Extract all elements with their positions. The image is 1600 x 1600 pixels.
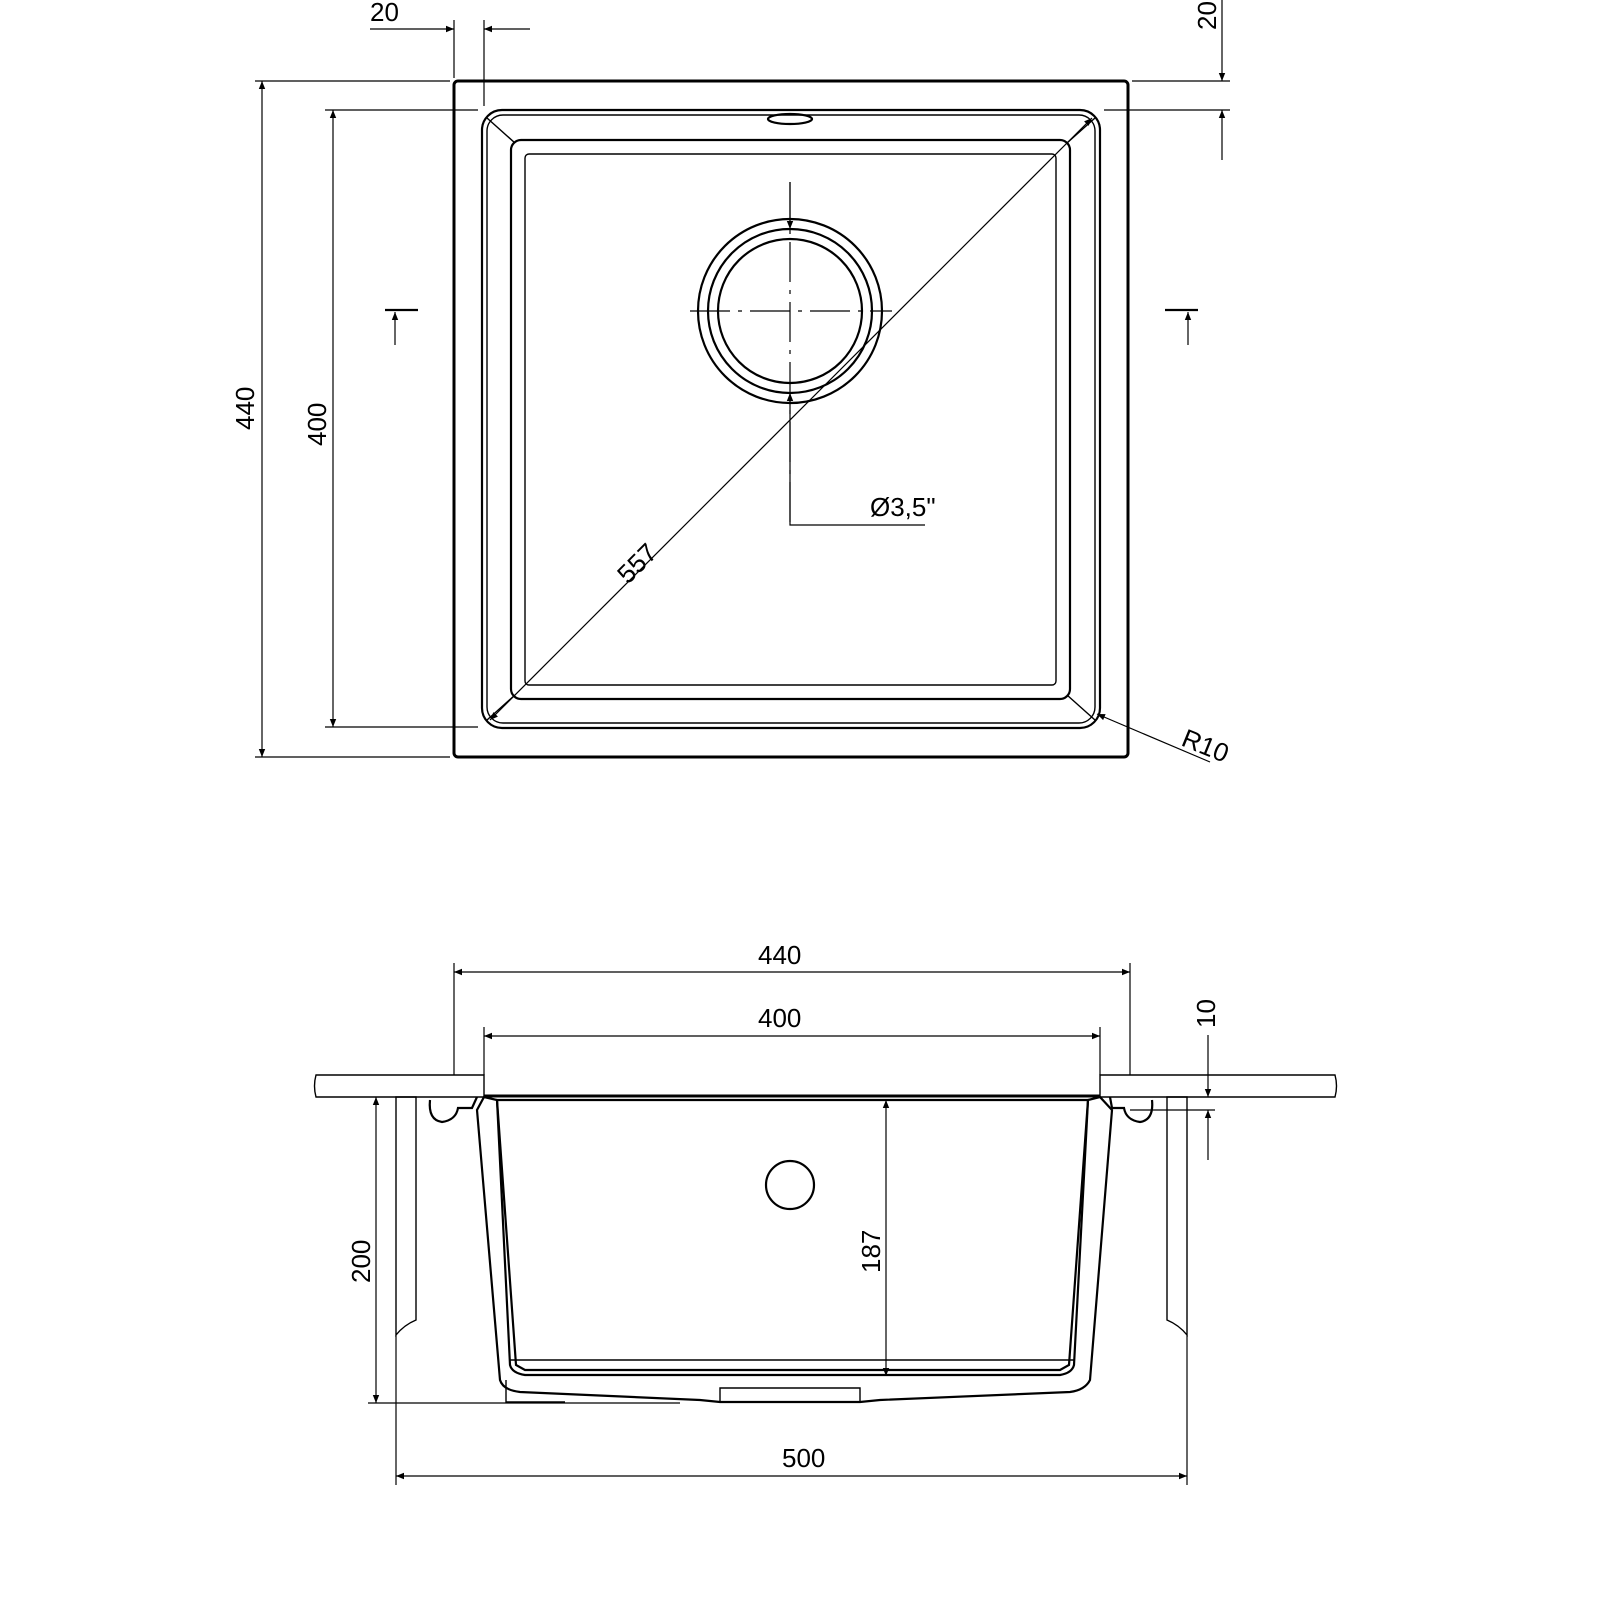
- bowl-width-label: 400: [758, 1003, 801, 1033]
- overflow-hole: [764, 1159, 816, 1211]
- total-depth-label: 200: [346, 1240, 376, 1283]
- sink-section: [428, 1094, 1154, 1404]
- drain-diameter-label: Ø3,5": [870, 492, 936, 522]
- corner-radius-label: R10: [1178, 723, 1233, 769]
- top-view: 557 Ø3,5" R10 440 400 20 20: [230, 0, 1233, 768]
- bowl-height-label: 400: [302, 403, 332, 446]
- flange-top-label: 20: [1192, 1, 1222, 30]
- flange-left-label: 20: [370, 0, 399, 27]
- sink-outline: [452, 79, 1130, 759]
- flange-thickness-label: 10: [1191, 999, 1221, 1028]
- cabinet-wall-left: [395, 1096, 417, 1337]
- countertop-left: [313, 1074, 485, 1098]
- outer-height-label: 440: [230, 387, 260, 430]
- diagonal-label: 557: [611, 537, 663, 589]
- bowl-rim: [480, 108, 1102, 730]
- section-marker-right: [1165, 308, 1198, 345]
- cabinet-wall-right: [1166, 1096, 1188, 1337]
- countertop-right: [1099, 1074, 1338, 1098]
- bowl-depth-label: 187: [856, 1230, 886, 1273]
- section-marker-left: [385, 308, 418, 345]
- outer-width-label: 440: [758, 940, 801, 970]
- cabinet-width-label: 500: [782, 1443, 825, 1473]
- drain-hole: [690, 182, 892, 525]
- section-view: 440 400 10 200 187 500: [313, 940, 1338, 1485]
